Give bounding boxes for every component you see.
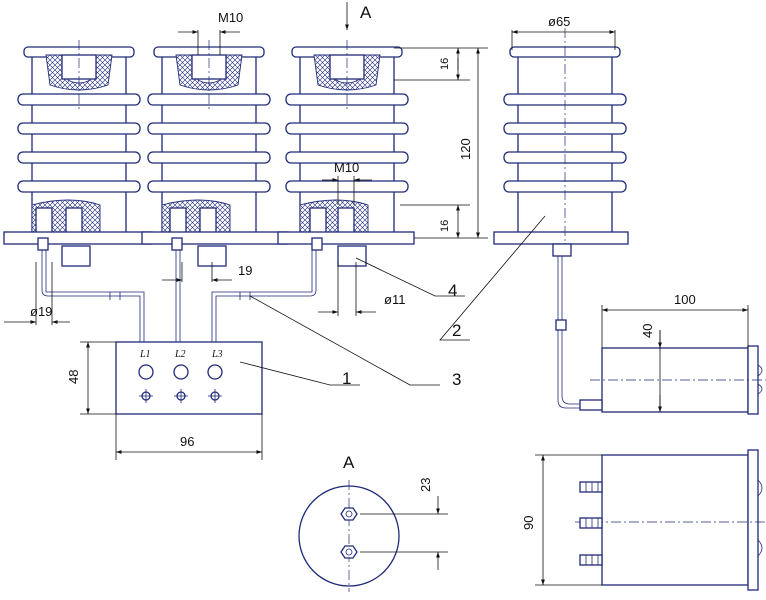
dim-90: 90 [521,516,536,530]
view-a-circle [298,480,400,592]
dim-120: 120 [458,138,473,160]
callout-2: 2 [452,321,461,340]
sensor-side-view [579,345,766,415]
dim-40: 40 [640,324,655,338]
dim-96: 96 [180,434,194,449]
callout-4: 4 [448,281,457,300]
terminal-label-l1: L1 [139,349,151,360]
terminal-label-l3: L3 [211,349,223,360]
insulator-3 [277,40,415,267]
wires [41,250,317,345]
dim-16-bottom: 16 [439,220,451,232]
callout-1: 1 [342,369,351,388]
insulator-2 [141,40,289,267]
view-label-a-top: A [360,3,372,22]
dim-16-top: 16 [439,58,451,70]
dim-48: 48 [66,370,81,384]
dimension-lines [4,2,749,586]
junction-box: L1 L2 L3 [115,341,263,415]
insulator-side-view [493,28,629,409]
view-label-a: A [343,453,355,472]
dim-m10-mid: M10 [334,160,359,175]
insulator-1 [3,40,153,267]
dim-23: 23 [418,478,433,492]
dim-dia19: ø19 [30,304,52,319]
dim-100: 100 [674,292,696,307]
sensor-front-view [575,449,766,591]
dim-m10-top: M10 [218,10,243,25]
callout-3: 3 [452,370,461,389]
dim-dia65: ø65 [548,14,570,29]
terminal-label-l2: L2 [174,349,186,360]
dim-19: 19 [238,263,252,278]
dim-dia11: ø11 [384,292,405,307]
leader-lines [239,215,546,386]
